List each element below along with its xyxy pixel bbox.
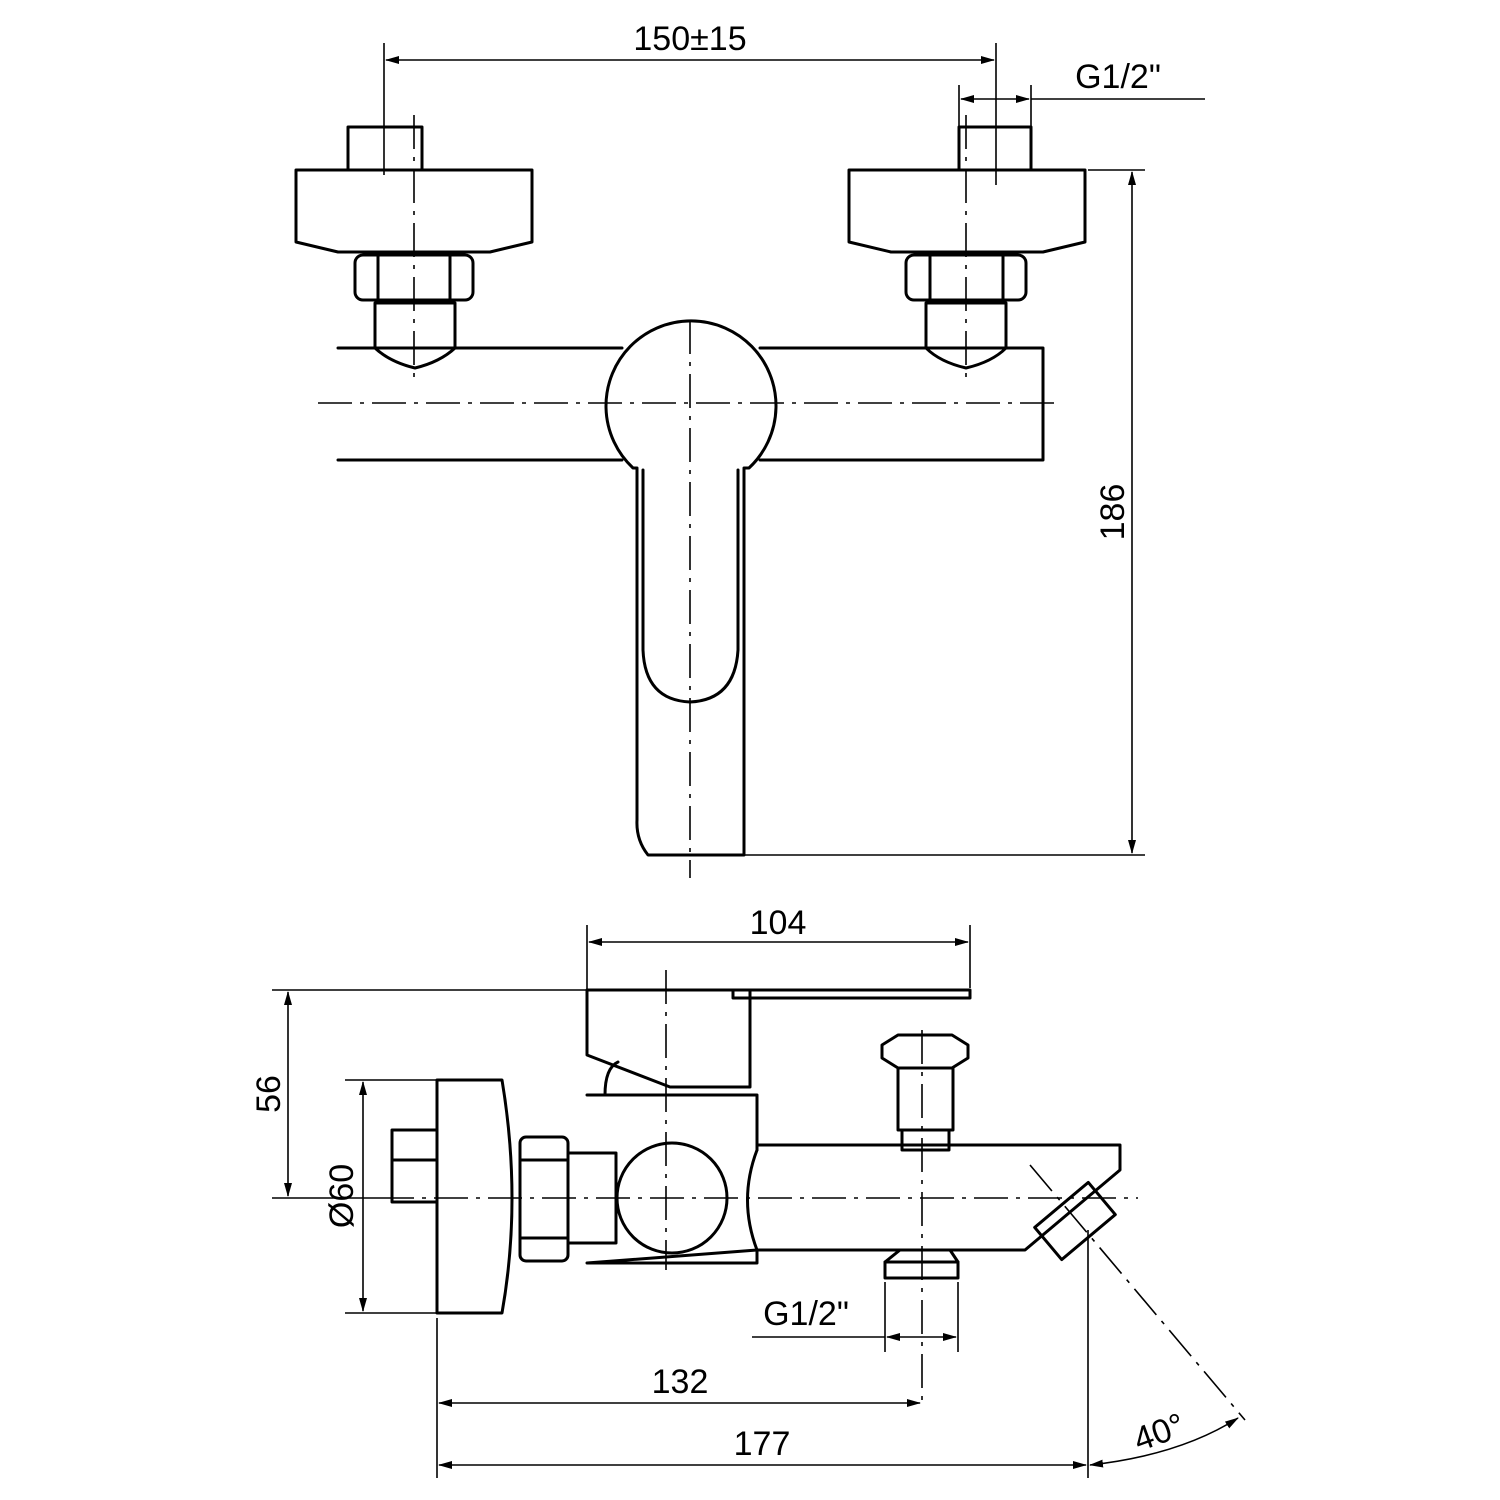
dim-outlet-distance: 132 <box>436 1318 921 1478</box>
dim-flange-diameter-label: Ø60 <box>323 1164 361 1228</box>
front-view: 150±15 G1/2" 186 <box>294 20 1205 878</box>
cartridge-body <box>585 1093 759 1265</box>
right-inlet-fitting <box>847 125 1087 370</box>
dim-spacing: 150±15 <box>383 20 997 185</box>
dim-outlet-thread: G1/2" <box>752 1282 959 1352</box>
mixer-body <box>336 346 1045 462</box>
dim-spout-length-label: 177 <box>734 1425 791 1463</box>
dim-outlet-distance-label: 132 <box>652 1363 709 1401</box>
dim-spout-angle: 40° <box>1089 1406 1239 1468</box>
dim-height-label: 186 <box>1094 484 1132 541</box>
dim-handle-length: 104 <box>586 904 971 990</box>
side-view: 104 56 Ø60 G1/2" 132 <box>250 904 1246 1478</box>
dim-handle-height-label: 56 <box>250 1075 288 1113</box>
dim-inlet-thread: G1/2" <box>958 58 1205 130</box>
spout <box>746 1143 1122 1252</box>
lever-body <box>604 319 778 857</box>
lever-handle <box>585 988 752 1089</box>
dim-handle-length-label: 104 <box>750 904 807 942</box>
dim-outlet-thread-label: G1/2" <box>763 1295 849 1333</box>
dim-spout-angle-label: 40° <box>1129 1406 1190 1459</box>
dim-height: 186 <box>744 169 1145 856</box>
aerator <box>1033 1180 1117 1262</box>
dim-handle-height: 56 <box>250 989 587 1199</box>
inlet-stub <box>390 1128 439 1204</box>
diverter-knob <box>880 1033 970 1152</box>
dim-inlet-thread-label: G1/2" <box>1075 58 1161 96</box>
hex-nut <box>518 1135 570 1263</box>
dim-flange-diameter: Ø60 <box>323 1079 437 1314</box>
dim-spacing-label: 150±15 <box>633 20 746 58</box>
wall-flange <box>435 1078 514 1315</box>
dim-spout-length: 177 <box>438 1230 1089 1478</box>
